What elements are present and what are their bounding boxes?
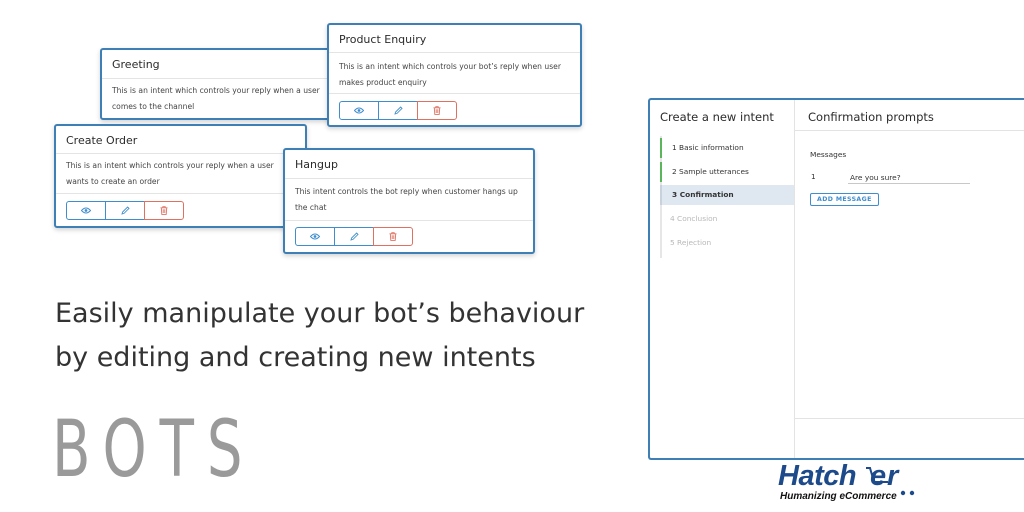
trash-icon bbox=[389, 232, 397, 241]
intent-title: Product Enquiry bbox=[339, 33, 427, 46]
svg-text:Humanizing eCommerce: Humanizing eCommerce bbox=[780, 491, 897, 502]
intent-title: Hangup bbox=[295, 158, 338, 171]
panel-title: Confirmation prompts bbox=[808, 110, 934, 124]
intent-description: This is an intent which controls your bo… bbox=[339, 62, 561, 87]
eye-icon bbox=[354, 107, 364, 114]
intent-card-greeting[interactable]: Greeting This is an intent which control… bbox=[100, 48, 340, 120]
divider bbox=[56, 153, 305, 154]
view-button[interactable] bbox=[339, 101, 379, 120]
logo-mark: Hatch e r Humanizing eCommerce bbox=[778, 460, 915, 502]
step-rejection: 5 Rejection bbox=[670, 238, 712, 247]
divider bbox=[329, 52, 580, 53]
brand-word: BOTS bbox=[52, 405, 256, 495]
intent-actions bbox=[66, 201, 184, 220]
intent-description: This intent controls the bot reply when … bbox=[295, 187, 518, 212]
panel-footer-divider bbox=[795, 418, 1024, 419]
divider bbox=[285, 220, 533, 221]
step-sample-utterances[interactable]: 2 Sample utterances bbox=[660, 162, 794, 182]
trash-icon bbox=[433, 106, 441, 115]
svg-text:Hatch: Hatch bbox=[778, 460, 856, 492]
edit-button[interactable] bbox=[105, 201, 145, 220]
intent-card-hangup[interactable]: Hangup This intent controls the bot repl… bbox=[283, 148, 535, 254]
intent-actions bbox=[339, 101, 457, 120]
divider bbox=[102, 78, 338, 79]
intent-title: Create Order bbox=[66, 134, 138, 147]
window-title: Create a new intent bbox=[660, 110, 774, 124]
svg-text:r: r bbox=[887, 460, 900, 492]
hatcher-logo: Hatch e r Humanizing eCommerce bbox=[774, 458, 954, 506]
divider bbox=[329, 93, 580, 94]
step-basic-information[interactable]: 1 Basic information bbox=[660, 138, 794, 158]
create-intent-window: Create a new intent 1 Basic information … bbox=[648, 98, 1024, 460]
panel-header-divider bbox=[795, 130, 1024, 131]
step-confirmation[interactable]: 3 Confirmation bbox=[660, 185, 794, 205]
headline-line-1: Easily manipulate your bot’s behaviour bbox=[55, 298, 585, 329]
delete-button[interactable] bbox=[417, 101, 457, 120]
step-conclusion: 4 Conclusion bbox=[670, 214, 718, 223]
pencil-icon bbox=[349, 232, 359, 241]
sidebar-divider bbox=[794, 100, 795, 458]
message-number: 1 bbox=[811, 172, 816, 181]
headline: Easily manipulate your bot’s behaviour b… bbox=[55, 292, 635, 380]
intent-card-product-enquiry[interactable]: Product Enquiry This is an intent which … bbox=[327, 23, 582, 127]
divider bbox=[56, 193, 305, 194]
intent-description: This is an intent which controls your re… bbox=[66, 161, 274, 186]
intent-title: Greeting bbox=[112, 58, 160, 71]
view-button[interactable] bbox=[66, 201, 106, 220]
delete-button[interactable] bbox=[373, 227, 413, 246]
view-button[interactable] bbox=[295, 227, 335, 246]
message-input[interactable] bbox=[848, 171, 970, 184]
intent-actions bbox=[295, 227, 413, 246]
svg-text:e: e bbox=[870, 460, 886, 492]
edit-button[interactable] bbox=[334, 227, 374, 246]
intent-card-create-order[interactable]: Create Order This is an intent which con… bbox=[54, 124, 307, 228]
add-message-button[interactable]: ADD MESSAGE bbox=[810, 193, 879, 206]
eye-icon bbox=[81, 207, 91, 214]
intent-description: This is an intent which controls your re… bbox=[112, 86, 320, 111]
delete-button[interactable] bbox=[144, 201, 184, 220]
headline-line-2: by editing and creating new intents bbox=[55, 342, 536, 373]
pencil-icon bbox=[120, 206, 130, 215]
messages-label: Messages bbox=[810, 150, 847, 159]
divider bbox=[285, 178, 533, 179]
trash-icon bbox=[160, 206, 168, 215]
eye-icon bbox=[310, 233, 320, 240]
edit-button[interactable] bbox=[378, 101, 418, 120]
pencil-icon bbox=[393, 106, 403, 115]
